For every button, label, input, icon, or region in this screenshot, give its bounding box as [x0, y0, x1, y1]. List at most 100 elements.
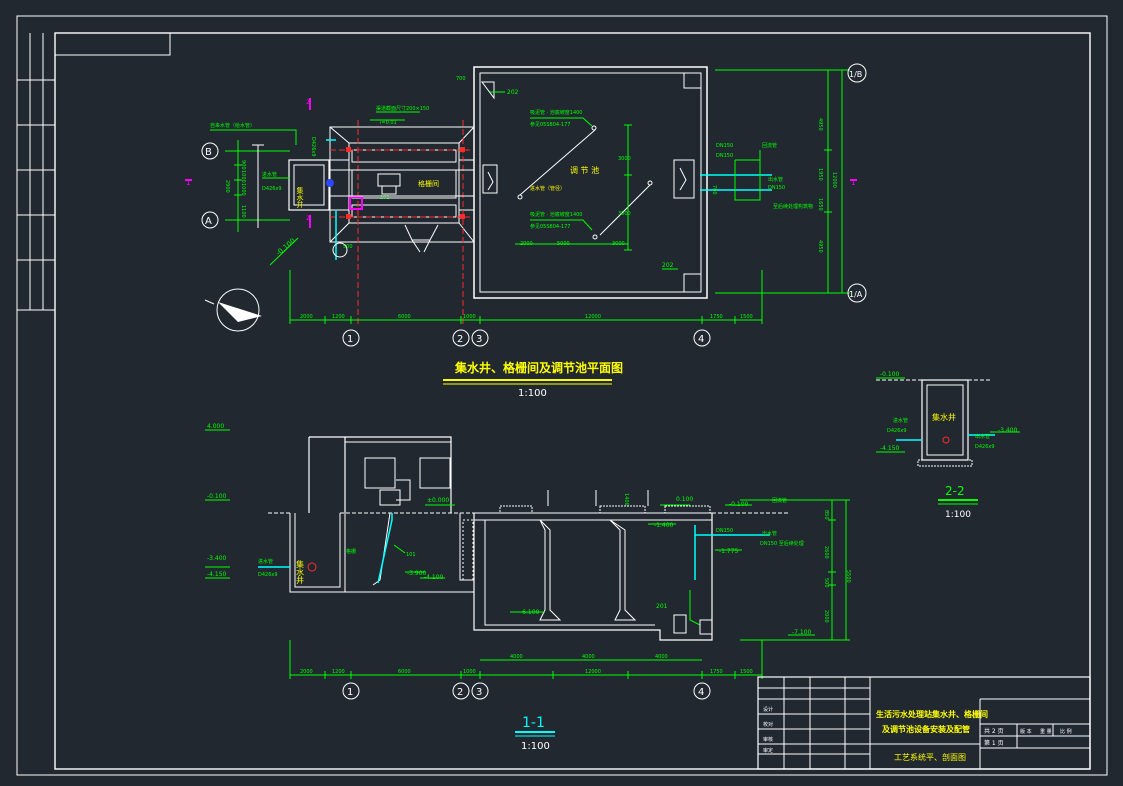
plan-callout-extra: 进水管（管径）	[530, 185, 565, 192]
section-grid-1: 1	[347, 687, 353, 698]
plan-scale: 1:100	[518, 388, 547, 399]
section-grid-3: 3	[476, 687, 482, 698]
section-callout-8: 格栅	[346, 548, 356, 555]
plan-bottom-dim-2: 6000	[398, 314, 411, 320]
tank-dim-text-3: 3000	[612, 241, 625, 247]
section-level-0: 4.000	[207, 423, 224, 430]
section-callout-7: 201	[656, 603, 668, 610]
title-block-role-3: 审定	[763, 747, 773, 754]
plan-pipe-dn150-0: DN150	[716, 143, 733, 149]
section-bottom-dim-3: 1000	[463, 669, 476, 675]
plan-bottom-dim-3: 1000	[463, 314, 476, 320]
section-level-3: 0.100	[676, 496, 693, 503]
right-dim-2: 12000	[831, 172, 837, 188]
plan-grid-3: 3	[476, 334, 482, 345]
plan-callout-0: 自来水管（给水管）	[210, 122, 255, 129]
regulating-tank-inner-wall	[479, 72, 702, 293]
right-dim-4: 1650	[817, 198, 823, 211]
axis-label-B: B	[205, 147, 212, 158]
tank-dim-text-0: 3000	[618, 156, 631, 162]
right-dim-0: 4950	[817, 118, 823, 131]
section-bottom-dim-2: 6000	[398, 669, 411, 675]
plan-bottom-dim-6: 1500	[740, 314, 753, 320]
detail-level-2: -3.400	[998, 427, 1018, 434]
plan-callout-7: 吸泥管 · 池底坡度1400	[530, 109, 583, 116]
detail-callout-3: D426x9	[975, 444, 995, 450]
section-level-1: -0.100	[207, 493, 227, 500]
plan-marker-202-top: 202	[507, 89, 519, 96]
section-callout-3: DN150	[716, 528, 733, 534]
plan-bottom-dim-0: 2000	[300, 314, 313, 320]
title-block-sheet-no: 第 1 页	[984, 739, 1004, 747]
section-callout-2: 101	[406, 552, 416, 558]
plan-view: 3000 3000 5000 3000 2000 吸泥管 · 池底坡度1400 …	[185, 63, 867, 399]
plan-grid-4: 4	[698, 334, 704, 345]
section-bottom-dim-5: 4000	[582, 654, 595, 660]
section-scale: 1:100	[521, 741, 550, 752]
section-callout-4: 出水管	[762, 530, 777, 537]
title-block-project-1: 生活污水处理站集水井、格栅间	[876, 709, 988, 719]
plan-callout-2: i=0.01	[380, 120, 397, 126]
section-level-5: -1.400	[654, 522, 674, 529]
plan-well-label: 集水井	[296, 186, 304, 209]
plan-callout-15: 至后续处理构筑物	[773, 203, 813, 210]
section-bottom-dim-4: 4000	[510, 654, 523, 660]
plan-small-dim-500: 500	[343, 244, 353, 250]
plan-level-mark: -0.100	[275, 237, 297, 258]
title-block-head-0: 版 本	[1020, 728, 1032, 735]
section-level-2: ±0.000	[427, 497, 449, 504]
tank-label: 调 节 池	[570, 165, 599, 175]
plan-grid-2: 2	[457, 334, 463, 345]
tank-dim-text-1: 3000	[618, 211, 631, 217]
section-side-dim-1: 2600	[823, 546, 829, 559]
section-level-6: -1.775	[719, 548, 739, 555]
section-level-11: -6.100	[520, 609, 540, 616]
plan-callout-13: DN150	[768, 185, 785, 191]
left-dim-3: 2900	[224, 180, 230, 193]
plan-callout-1: 渠道截面尺寸200×150	[376, 105, 429, 112]
plan-bottom-dim-1: 1200	[332, 314, 345, 320]
section-cut-bottom: 2	[306, 215, 310, 222]
section-bottom-dim-8: 1750	[710, 669, 723, 675]
title-block-head-1: 重 量	[1040, 728, 1052, 735]
detail-view: 集水井 -0.100 -4.150 -3.400 进水管 D426x9 出水管 …	[876, 371, 1020, 520]
plan-cut-left: 1	[186, 179, 190, 187]
plan-callout-8: 参见05S804-177	[530, 121, 570, 128]
axis-label-1A: 1/A	[849, 290, 863, 299]
plan-small-dim-700b: 700	[711, 185, 717, 195]
section-level-12: -7.100	[792, 629, 812, 636]
section-bottom-dim-9: 1500	[740, 669, 753, 675]
detail-callout-2: 出水管	[975, 433, 990, 440]
section-side-dim-4: 2000	[823, 610, 829, 623]
detail-level-1: -4.150	[880, 445, 900, 452]
plan-callout-3: D426x9	[310, 137, 316, 157]
section-side-dim-2: 5500	[845, 570, 851, 583]
section-bottom-dim-1: 1200	[332, 669, 345, 675]
section-level-9: -3.900	[407, 570, 427, 577]
axis-label-A: A	[205, 216, 212, 227]
plan-bottom-dim-4: 12000	[585, 314, 601, 320]
section-bottom-dim-7: 12000	[585, 669, 601, 675]
plan-callout-9: 吸泥管 · 池底坡度1400	[530, 211, 583, 218]
section-grid-2: 2	[457, 687, 463, 698]
detail-scale: 1:100	[945, 510, 971, 520]
left-dim-2: 1100	[240, 205, 246, 218]
section-grid-4: 4	[698, 687, 704, 698]
plan-callout-5: D426x9	[262, 186, 282, 192]
right-dim-1: 1950	[817, 168, 823, 181]
section-well-label: 集水井	[296, 559, 305, 585]
section-bottom-dim-0: 2000	[300, 669, 313, 675]
left-dim-0: 900	[240, 160, 246, 170]
title-block: 生活污水处理站集水井、格栅间 及调节池设备安装及配管 工艺系统平、剖面图 设计 …	[757, 676, 1091, 770]
detail-well-label: 集水井	[932, 412, 956, 422]
detail-level-0: -0.100	[880, 371, 900, 378]
section-level-10: -4.100	[424, 574, 444, 581]
drawing-frame	[16, 15, 1108, 776]
title-block-role-2: 审核	[763, 736, 773, 743]
section-callout-0: 进水管	[258, 558, 273, 565]
axis-label-1B: 1/B	[849, 70, 862, 79]
section-cut-top: 2	[306, 99, 310, 106]
plan-small-dim-700: 700	[456, 76, 466, 82]
section-level-8: -4.150	[207, 571, 227, 578]
